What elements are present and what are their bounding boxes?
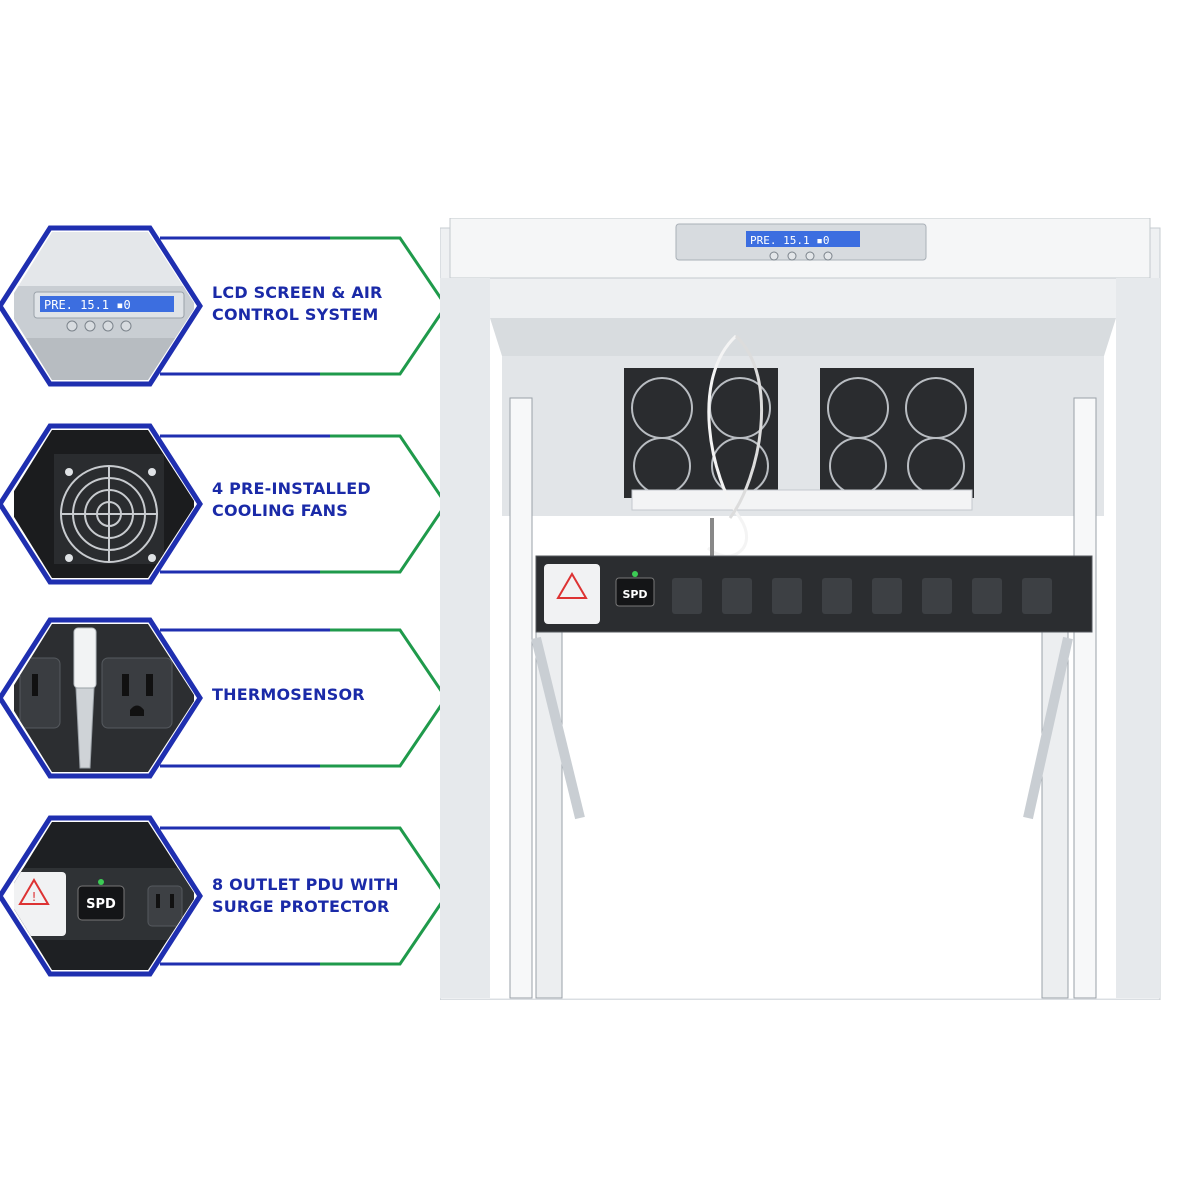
feature-label-lcd: LCD SCREEN & AIR CONTROL SYSTEM xyxy=(212,283,383,324)
pdu-strip: SPD xyxy=(535,555,1093,633)
feature-lcd: PRE. 15.1 ▪0 LCD SCREEN & AIR CONTROL SY… xyxy=(0,222,460,387)
svg-text:!: ! xyxy=(32,890,37,904)
pdu-thumbnail: ! SPD xyxy=(14,822,194,970)
spd-thumb-label: SPD xyxy=(86,897,116,912)
cooling-fans xyxy=(624,368,974,498)
feature-label-sensor: THERMOSENSOR xyxy=(212,685,365,704)
feature-label-fans: 4 PRE-INSTALLED COOLING FANS xyxy=(212,479,371,520)
svg-text:PRE. 15.1 ▪0: PRE. 15.1 ▪0 xyxy=(44,298,131,312)
feature-pdu: ! SPD 8 OUTLET PDU WITH SURGE PROTECTOR xyxy=(0,812,460,977)
feature-sensor: THERMOSENSOR xyxy=(0,614,460,779)
thermosensor-thumbnail xyxy=(14,624,194,772)
feature-fans: 4 PRE-INSTALLED COOLING FANS xyxy=(0,420,460,585)
fan-thumbnail xyxy=(14,430,194,578)
rack-cabinet-illustration: PRE. 15.1 ▪0 SPD xyxy=(440,218,1161,1000)
spd-label: SPD xyxy=(622,588,647,601)
feature-label-pdu: 8 OUTLET PDU WITH SURGE PROTECTOR xyxy=(212,875,399,916)
lcd-panel-thumbnail: PRE. 15.1 ▪0 xyxy=(14,232,194,380)
top-lcd-control: PRE. 15.1 ▪0 xyxy=(675,223,927,261)
pdu-outlets xyxy=(672,578,1052,614)
svg-text:PRE. 15.1 ▪0: PRE. 15.1 ▪0 xyxy=(750,234,829,247)
